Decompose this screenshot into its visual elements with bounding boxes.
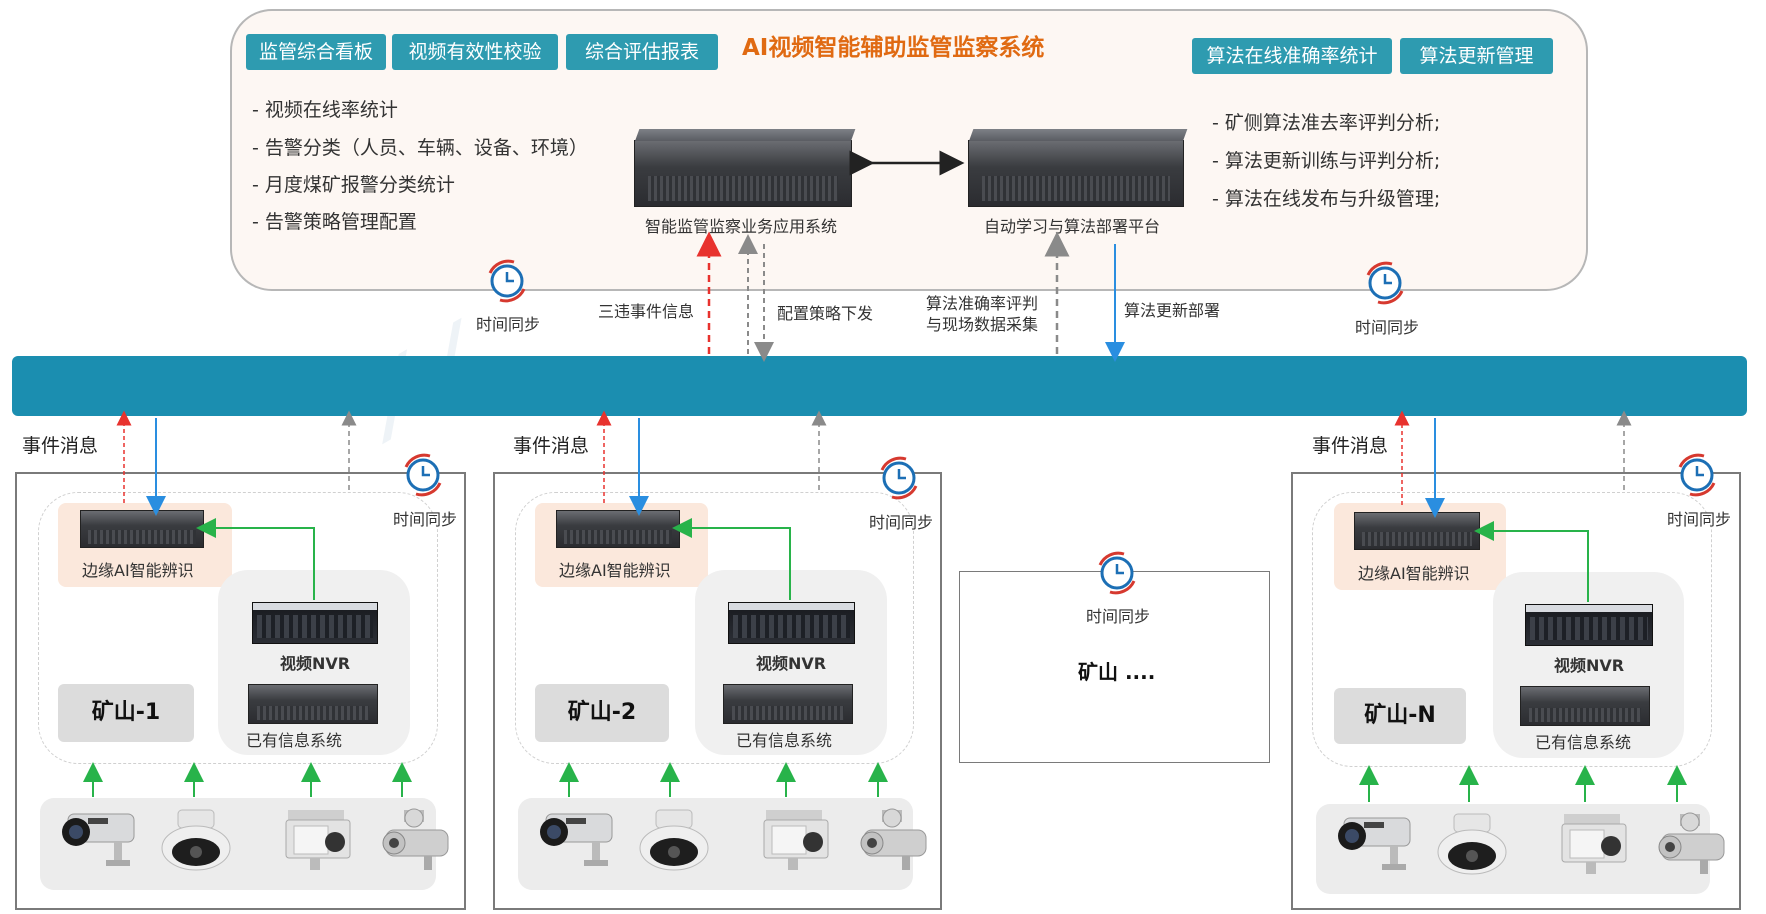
clock-sync-icon bbox=[1098, 551, 1136, 595]
algo-deploy-label: 算法更新部署 bbox=[1124, 301, 1221, 320]
config-push-label: 配置策略下发 bbox=[777, 304, 874, 323]
bullet-camera-icon bbox=[58, 808, 144, 878]
nvr-label: 视频NVR bbox=[756, 654, 827, 673]
nvr-device-image bbox=[728, 602, 855, 644]
system-title: AI视频智能辅助监管监察系统 bbox=[742, 35, 1045, 61]
feature-item: - 矿侧算法准去率评判分析; bbox=[1212, 112, 1441, 134]
feature-item: - 视频在线率统计 bbox=[252, 99, 398, 121]
tag-evaluation-report[interactable]: 综合评估报表 bbox=[566, 34, 718, 70]
nvr-to-edge-arrow bbox=[196, 518, 315, 600]
nvr-panel bbox=[218, 570, 410, 755]
edge-server-image bbox=[556, 510, 680, 548]
existing-system-server-image bbox=[248, 684, 378, 724]
event-message-label: 事件消息 bbox=[513, 435, 590, 457]
edge-ai-label: 边缘AI智能辨识 bbox=[559, 561, 671, 580]
bullet-camera-icon bbox=[1334, 812, 1420, 882]
mine-1-inner-region bbox=[38, 492, 438, 764]
time-sync-label: 时间同步 bbox=[1355, 318, 1420, 337]
mine-n-inner-region bbox=[1312, 492, 1712, 767]
clock-sync-icon bbox=[880, 456, 918, 500]
mine-n-tag: 矿山-N bbox=[1334, 688, 1466, 744]
app-server-label: 智能监管监察业务应用系统 bbox=[645, 217, 838, 236]
edge-ai-label: 边缘AI智能辨识 bbox=[82, 561, 194, 580]
nvr-panel bbox=[695, 570, 887, 755]
box-camera-icon bbox=[1556, 812, 1632, 882]
feature-item: - 月度煤矿报警分类统计 bbox=[252, 174, 455, 196]
mine-more-label: 矿山 .... bbox=[1078, 660, 1156, 684]
camera-panel bbox=[40, 798, 436, 890]
existing-system-label: 已有信息系统 bbox=[736, 731, 833, 750]
nvr-to-edge-arrow bbox=[1474, 521, 1589, 602]
nvr-panel bbox=[1493, 572, 1684, 758]
time-sync-label: 时间同步 bbox=[476, 315, 541, 334]
bullet-camera-icon bbox=[536, 808, 622, 878]
nvr-label: 视频NVR bbox=[1554, 656, 1625, 675]
event-message-label: 事件消息 bbox=[22, 435, 99, 457]
nvr-label: 视频NVR bbox=[280, 654, 351, 673]
clock-sync-icon bbox=[1678, 453, 1716, 497]
clock-sync-icon bbox=[404, 453, 442, 497]
feature-item: - 告警策略管理配置 bbox=[252, 211, 417, 233]
tag-algorithm-update[interactable]: 算法更新管理 bbox=[1400, 38, 1553, 74]
violation-info-label: 三违事件信息 bbox=[598, 302, 695, 321]
network-bus bbox=[12, 356, 1747, 416]
tag-video-validation[interactable]: 视频有效性校验 bbox=[392, 34, 558, 70]
mine-more-box bbox=[959, 571, 1270, 763]
tag-supervision-dashboard[interactable]: 监管综合看板 bbox=[246, 34, 386, 70]
explosion-proof-camera-icon bbox=[376, 808, 456, 878]
dome-camera-icon bbox=[634, 808, 714, 878]
clock-sync-icon bbox=[1366, 261, 1404, 305]
mine-2-inner-region bbox=[515, 492, 914, 764]
edge-server-image bbox=[80, 510, 204, 548]
existing-system-server-image bbox=[1520, 686, 1650, 726]
feature-item: - 告警分类（人员、车辆、设备、环境） bbox=[252, 137, 588, 159]
time-sync-label: 时间同步 bbox=[869, 513, 934, 532]
feature-item: - 算法在线发布与升级管理; bbox=[1212, 188, 1441, 210]
ai-platform-server-label: 自动学习与算法部署平台 bbox=[984, 217, 1161, 236]
box-camera-icon bbox=[280, 808, 356, 878]
dome-camera-icon bbox=[1432, 812, 1512, 882]
mine-1-tag: 矿山-1 bbox=[58, 684, 194, 742]
tag-accuracy-stats[interactable]: 算法在线准确率统计 bbox=[1192, 38, 1392, 74]
time-sync-label: 时间同步 bbox=[1667, 510, 1732, 529]
dome-camera-icon bbox=[156, 808, 236, 878]
existing-system-label: 已有信息系统 bbox=[1535, 733, 1632, 752]
edge-server-image bbox=[1354, 512, 1480, 550]
existing-system-label: 已有信息系统 bbox=[246, 731, 343, 750]
edge-ai-label: 边缘AI智能辨识 bbox=[1358, 564, 1470, 583]
camera-panel bbox=[518, 798, 913, 890]
clock-sync-icon bbox=[488, 259, 526, 303]
app-server-image bbox=[634, 140, 852, 207]
nvr-to-edge-arrow bbox=[672, 518, 791, 600]
explosion-proof-camera-icon bbox=[854, 808, 934, 878]
accuracy-label-line2: 与现场数据采集 bbox=[926, 315, 1039, 334]
time-sync-label: 时间同步 bbox=[393, 510, 458, 529]
explosion-proof-camera-icon bbox=[1652, 812, 1732, 882]
time-sync-label: 时间同步 bbox=[1086, 607, 1151, 626]
nvr-device-image bbox=[1525, 604, 1653, 646]
mine-2-tag: 矿山-2 bbox=[535, 684, 669, 742]
box-camera-icon bbox=[758, 808, 834, 878]
feature-item: - 算法更新训练与评判分析; bbox=[1212, 150, 1441, 172]
ai-platform-server-image bbox=[968, 140, 1184, 207]
nvr-device-image bbox=[252, 602, 378, 644]
accuracy-label-line1: 算法准确率评判 bbox=[926, 294, 1039, 313]
existing-system-server-image bbox=[723, 684, 853, 724]
event-message-label: 事件消息 bbox=[1312, 435, 1389, 457]
